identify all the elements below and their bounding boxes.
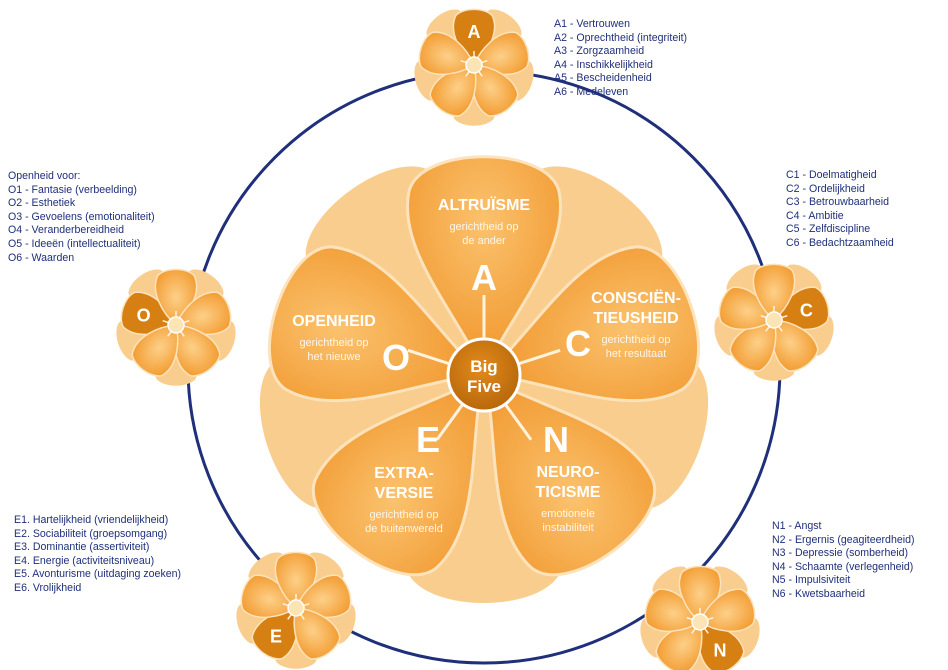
trait-description: de ander [462,235,506,247]
trait-title: NEURO- [536,464,599,481]
facet-item: E2. Sociabiliteit (groepsomgang) [14,527,168,540]
trait-description: gerichtheid op [601,334,670,346]
facet-item: N6 - Kwetsbaarheid [772,587,866,600]
facet-item: O5 - Ideeën (intellectualiteit) [8,237,141,250]
facet-item: N2 - Ergernis (geagiteerdheid) [772,533,915,546]
trait-letter-e: E [416,419,440,460]
center-label-1: Big [470,357,497,376]
trait-description: emotionele [541,508,595,520]
trait-title: VERSIE [375,485,434,502]
trait-title: OPENHEID [292,313,376,330]
small-flower-letter: E [270,627,282,647]
facet-item: O2 - Esthetiek [8,197,76,210]
facet-item: C6 - Bedachtzaamheid [786,236,894,249]
petal-o [268,245,488,403]
facet-item: N3 - Depressie (somberheid) [772,547,909,560]
facet-item: Openheid voor: [8,170,81,182]
trait-letter-c: C [565,323,591,364]
facet-item: A4 - Inschikkelijkheid [554,58,653,71]
facet-item: C2 - Ordelijkheid [786,182,865,195]
small-flower-o: O [116,268,236,386]
trait-letter-n: N [543,419,569,460]
trait-title: TICISME [536,484,601,501]
facet-item: E3. Dominantie (assertiviteit) [14,541,150,554]
facet-item: C3 - Betrouwbaarheid [786,196,890,209]
trait-description: gerichtheid op [369,509,438,521]
trait-title: CONSCIËN- [591,289,681,307]
trait-description: instabiliteit [542,522,593,534]
small-flower-c: C [714,263,834,381]
center-label-2: Five [467,377,501,396]
small-flower-letter: O [137,305,151,325]
facet-item: N1 - Angst [772,520,822,532]
facet-item: E1. Hartelijkheid (vriendelijkheid) [14,514,169,526]
small-flower-letter: C [800,300,813,320]
facet-item: N4 - Schaamte (verlegenheid) [772,560,914,573]
trait-letter-a: A [471,257,497,298]
center-circle [446,337,522,413]
facet-item: A3 - Zorgzaamheid [554,45,645,58]
facet-item: C4 - Ambitie [786,209,844,222]
trait-description: het nieuwe [307,351,360,363]
facet-item: C1 - Doelmatigheid [786,169,877,181]
trait-description: de buitenwereld [365,523,443,535]
petal-a [406,155,562,380]
petal-n [481,371,657,577]
facet-item: O3 - Gevoelens (emotionaliteit) [8,210,155,223]
facet-item: O1 - Fantasie (verbeelding) [8,183,137,196]
facet-item: A6 - Medeleven [554,85,629,98]
trait-letter-o: O [382,337,410,378]
small-flower-a: A [414,8,534,126]
facet-item: A1 - Vertrouwen [554,18,630,30]
small-flower-n: N [640,565,760,670]
petal-c [480,245,700,403]
small-flower-e: E [236,551,356,669]
trait-description: het resultaat [606,348,667,360]
facet-item: E5. Avonturisme (uitdaging zoeken) [14,568,182,581]
petal-e [311,371,487,577]
trait-title: ALTRUÏSME [438,196,530,214]
trait-description: gerichtheid op [449,221,518,233]
facet-item: E4. Energie (activiteitsniveau) [14,554,155,567]
trait-title: TIEUSHEID [593,310,678,327]
facet-item: N5 - Impulsiviteit [772,574,851,587]
facet-item: A2 - Oprechtheid (integriteit) [554,31,688,44]
facet-item: O4 - Veranderbereidheid [8,224,125,237]
facet-list-e: E1. Hartelijkheid (vriendelijkheid)E2. S… [14,514,181,596]
trait-title: EXTRA- [374,465,434,482]
facet-list-o: Openheid voor:O1 - Fantasie (verbeelding… [8,170,155,265]
facet-item: E6. Vrolijkheid [14,581,82,594]
small-flower-letter: N [713,641,726,661]
facet-item: O6 - Waarden [8,251,75,264]
facet-item: A5 - Bescheidenheid [554,72,652,85]
trait-description: gerichtheid op [299,337,368,349]
small-flower-letter: A [468,22,481,42]
facet-item: C5 - Zelfdiscipline [786,223,871,236]
